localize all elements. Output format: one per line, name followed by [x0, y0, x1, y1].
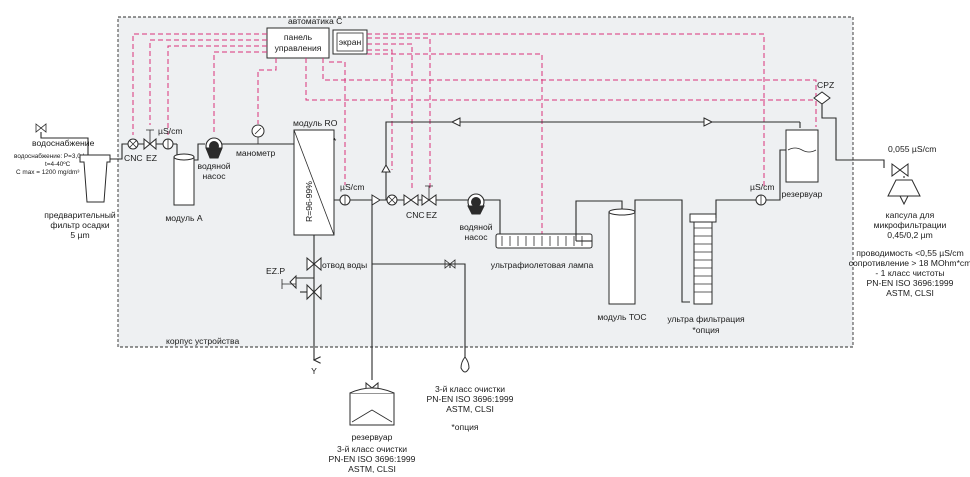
- pump-2-line2: насос: [465, 232, 489, 242]
- ro-title: модуль RO: [293, 118, 338, 128]
- output-spec-line2: сопротивление > 18 MOhm*cm: [849, 258, 970, 268]
- cnc-label-2: CNC: [406, 210, 425, 220]
- ez-label-1: EZ: [146, 153, 157, 163]
- uv-lamp-label: ультрафиолетовая лампа: [491, 260, 594, 270]
- control-panel: [266, 27, 330, 59]
- pump-2-line1: водяной: [459, 222, 492, 232]
- sensor-label-1: µS/cm: [158, 126, 183, 136]
- tap-outlet: 3-й класс очистки PN-EN ISO 3696:1999 AS…: [427, 356, 514, 432]
- toc-module: модуль ТОС: [597, 199, 683, 322]
- screen-box: [332, 29, 368, 55]
- drain-label: отвод воды: [322, 260, 367, 270]
- ro-module: модуль RO * R=96-99% Y отвод воды EZ.P: [266, 118, 367, 376]
- prefilter: предварительный фильтр осадки 5 µm: [44, 143, 126, 240]
- tap-line3: ASTM, CLSI: [446, 404, 494, 414]
- pump-1-line1: водяной: [197, 161, 230, 171]
- module-a-label: модуль А: [165, 213, 203, 223]
- signal-lines: [132, 33, 823, 238]
- microfilter-line2: микрофильтрации: [874, 220, 947, 230]
- sensor-label-2: µS/cm: [340, 182, 365, 192]
- housing-label: корпус устройства: [166, 336, 239, 346]
- outlet-conductivity: 0,055 µS/cm: [888, 144, 936, 154]
- ezp-valve: [306, 283, 322, 301]
- drain-valve: [306, 256, 322, 272]
- pretreatment-line: CNC EZ µS/cm модуль А водяной насос мано…: [124, 124, 294, 223]
- ultrafiltration-line1: ультра фильтрация: [667, 314, 745, 324]
- ro-asterisk: *: [333, 136, 337, 146]
- output-spec-line5: ASTM, CLSI: [886, 288, 934, 298]
- ultrafiltration-line2: *опция: [692, 325, 719, 335]
- device-housing: [117, 16, 854, 348]
- prefilter-line3: 5 µm: [70, 230, 89, 240]
- output-spec-line1: проводимость <0,55 µS/cm: [856, 248, 964, 258]
- reservoir-bottom-line1: 3-й класс очистки: [337, 444, 407, 454]
- control-panel-line1: панель: [284, 32, 313, 42]
- uv-lamp: ультрафиолетовая лампа: [491, 200, 623, 270]
- screen-frame: [336, 32, 364, 52]
- module-a-vessel: [173, 156, 195, 206]
- ultrafiltration: ультра фильтрация *опция µS/cm: [667, 149, 786, 335]
- reservoir-bottom: резервуар 3-й класс очистки PN-EN ISO 36…: [329, 387, 416, 474]
- tap-line2: PN-EN ISO 3696:1999: [427, 394, 514, 404]
- inlet: водоснабжение водоснабжение: Р=3,0 bar t…: [14, 123, 95, 176]
- microfilter-line3: 0,45/0,2 µm: [887, 230, 933, 240]
- reservoir-top: резервуар CPZ: [782, 80, 885, 199]
- reservoir-top-label: резервуар: [782, 189, 823, 199]
- microfilter-outlet: 0,055 µS/cm капсула для микрофильтрации …: [849, 144, 970, 298]
- ro-rating: R=96-99%: [304, 181, 314, 222]
- water-supply-param2: t=4-40ºС: [45, 161, 71, 168]
- automation-label: автоматика С: [288, 16, 342, 26]
- water-supply-param3: C max = 1200 mg/dm³: [16, 169, 79, 176]
- ez-label-2: EZ: [426, 210, 437, 220]
- water-supply-title: водоснабжение: [32, 138, 95, 148]
- manometer-label: манометр: [236, 148, 276, 158]
- reservoir-bottom-line2: PN-EN ISO 3696:1999: [329, 454, 416, 464]
- water-supply-param1: водоснабжение: Р=3,0 bar: [14, 152, 93, 160]
- pump-1-line2: насос: [203, 171, 227, 181]
- cnc-label-1: CNC: [124, 153, 143, 163]
- tap-note: *опция: [451, 422, 478, 432]
- control-panel-line2: управления: [275, 43, 322, 53]
- ezp-label: EZ.P: [266, 266, 285, 276]
- drain-symbol: Y: [311, 366, 317, 376]
- reservoir-bottom-line3: ASTM, CLSI: [348, 464, 396, 474]
- screen-label: экран: [339, 37, 362, 47]
- prefilter-line1: предварительный: [44, 210, 116, 220]
- reservoir-bottom-title: резервуар: [352, 432, 393, 442]
- cpz-label: CPZ: [817, 80, 834, 90]
- prefilter-line2: фильтр осадки: [50, 220, 109, 230]
- tap-line1: 3-й класс очистки: [435, 384, 505, 394]
- output-spec-line3: - 1 класс чистоты: [875, 268, 944, 278]
- cpz-valve: [813, 91, 831, 105]
- toc-label: модуль ТОС: [597, 312, 646, 322]
- sensor-label-3: µS/cm: [750, 182, 775, 192]
- microfilter-line1: капсула для: [886, 210, 935, 220]
- output-spec-line4: PN-EN ISO 3696:1999: [867, 278, 954, 288]
